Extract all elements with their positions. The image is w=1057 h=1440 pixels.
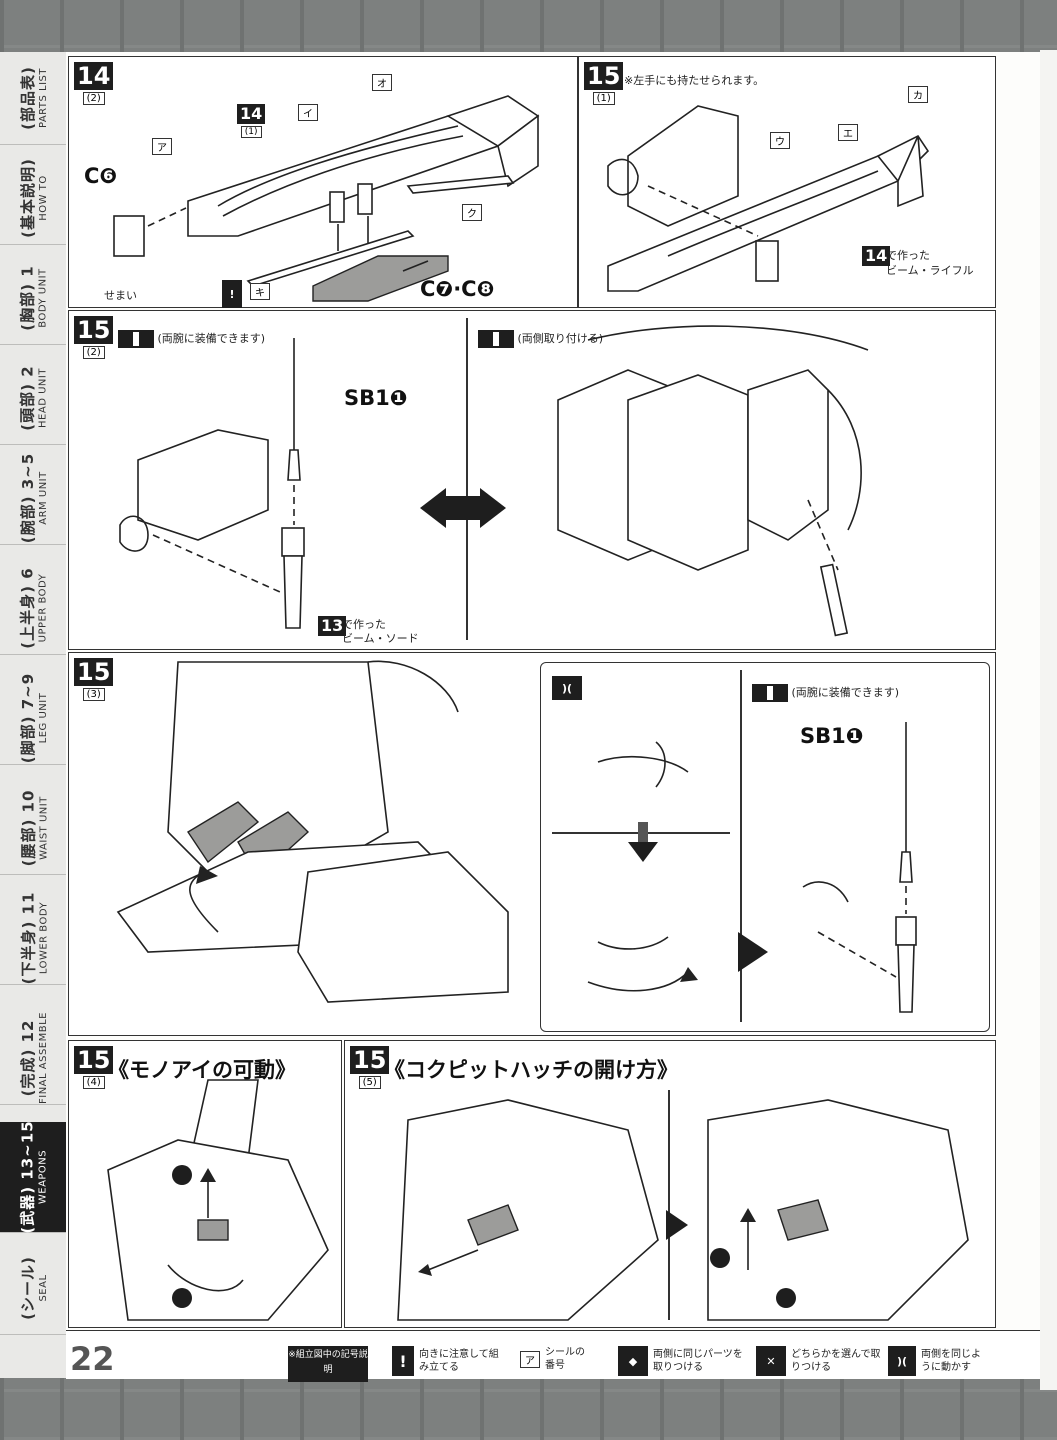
both-arms-note: (両腕に装備できます): [118, 330, 265, 348]
beam-saber-caption: で作った ビーム・ソード: [342, 618, 419, 645]
legend-orientation: ! 向きに注意して組み立てる: [392, 1346, 507, 1376]
seal-o-marker: オ: [372, 74, 392, 91]
legend-heading: ※組立図中の記号説明: [288, 1346, 368, 1382]
both-sides-icon: [752, 684, 788, 702]
beam-saber-mount-illustration: [119, 325, 869, 637]
seal-u-marker: ウ: [770, 132, 790, 149]
hatch-divider: [668, 1090, 670, 1320]
same-motion-icon: )(: [888, 1346, 916, 1376]
warning-icon: !: [392, 1346, 414, 1376]
beam-rifle-assembly-illustration: [113, 95, 540, 302]
mono-eye-title: 《モノアイの可動》: [108, 1058, 296, 1082]
legend-both-sides: ◆ 両側に同じパーツを取りつける: [618, 1346, 743, 1376]
both-sides-icon: ◆: [618, 1346, 648, 1376]
both-sides-icon: [118, 330, 154, 348]
hand-pose-illustration: [116, 660, 917, 1013]
hand-detail-inset: [540, 662, 990, 1032]
both-sides-icon: [478, 330, 514, 348]
both-arms-note-2: (両腕に装備できます): [752, 684, 899, 702]
step-15-2-badge: 15 (2): [74, 316, 114, 359]
mono-eye-and-hatch-illustration: [107, 1079, 969, 1321]
part-sb1-label: SB1❶: [344, 386, 408, 410]
choose-one-icon: ✕: [756, 1346, 786, 1376]
part-c7-c8-label: C❼·C❽: [420, 277, 495, 301]
narrow-note: せまい: [104, 289, 137, 302]
step-15-1-badge: 15 (1): [584, 62, 624, 105]
tab-parts-list[interactable]: (部品表)PARTS LIST: [0, 52, 66, 145]
legend-bar: [66, 1330, 1040, 1379]
seal-ka-marker: カ: [908, 86, 928, 103]
step-15-4-badge: 15 (4): [74, 1046, 114, 1089]
page-number: 22: [70, 1340, 115, 1378]
seal-i-marker: イ: [298, 104, 318, 121]
next-page-edge: [1040, 50, 1057, 1390]
inset-divider: [740, 670, 742, 1022]
same-motion-icon: )(: [552, 676, 582, 700]
ref-step-14-1-badge: 14 (1): [237, 104, 266, 138]
part-c6-label: C❻: [84, 164, 118, 188]
step-15-5-badge: 15 (5): [350, 1046, 390, 1089]
seal-ki-marker: キ: [250, 283, 270, 300]
legend-seal: ア シールの番号: [520, 1346, 593, 1372]
part-sb1-label-2: SB1❶: [800, 724, 864, 748]
made-in-step-14-badge: 14: [862, 246, 891, 266]
orientation-warning-icon: !: [222, 280, 242, 308]
both-sides-note: (両側取り付ける): [478, 330, 603, 348]
step-15-3-badge: 15 (3): [74, 658, 114, 701]
left-hand-note: ※左手にも持たせられます。: [624, 74, 765, 87]
seal-e-marker: エ: [838, 124, 858, 141]
tab-seal[interactable]: (シール)SEAL: [0, 1242, 66, 1335]
step-14-2-badge: 14 (2): [74, 62, 114, 105]
beam-rifle-caption: で作った ビーム・ライフル: [886, 249, 974, 277]
legend-same-motion: )( 両側を同じように動かす: [888, 1346, 989, 1376]
seal-ku-marker: ク: [462, 204, 482, 221]
tab-how-to[interactable]: (基本説明)HOW TO: [0, 152, 66, 245]
panel-divider: [466, 318, 468, 640]
rifle-in-hand-illustration: [607, 105, 930, 292]
made-in-step-13-badge: 13: [318, 616, 347, 636]
cockpit-hatch-title: 《コクピットハッチの開け方》: [384, 1058, 678, 1082]
seal-a-marker: ア: [152, 138, 172, 155]
legend-choose-one: ✕ どちらかを選んで取りつける: [756, 1346, 881, 1376]
seal-icon: ア: [520, 1350, 540, 1368]
